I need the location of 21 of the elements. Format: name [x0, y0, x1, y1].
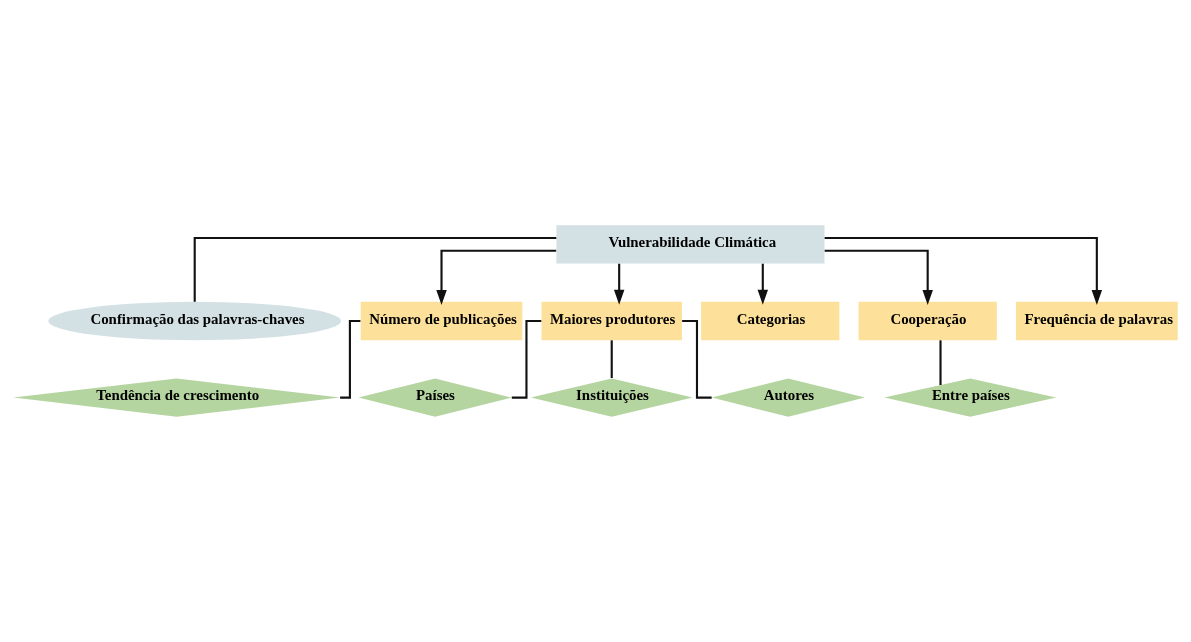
arrow	[824, 236, 1103, 305]
node-box: Número de publicações	[360, 301, 523, 341]
node-box: Categorias	[701, 301, 840, 341]
node-box: Cooperação	[858, 301, 997, 341]
arrow	[757, 263, 768, 305]
node-ellipse: Confirmação das palavras-chaves	[48, 301, 342, 341]
connector	[340, 319, 361, 399]
node-diamond: Autores	[711, 378, 865, 417]
arrow	[436, 249, 557, 306]
arrow	[613, 263, 625, 305]
arrow	[824, 249, 933, 306]
connector	[193, 236, 557, 302]
node-box: Vulnerabilidade Climática	[556, 225, 825, 264]
node-diamond: Instituições	[530, 378, 693, 417]
connector	[939, 340, 942, 385]
node-box: Maiores produtores	[541, 301, 682, 341]
node-diamond: Tendência de crescimento	[13, 378, 340, 417]
node-diamond: Países	[358, 378, 512, 417]
node-box: Frequência de palavras	[1016, 301, 1178, 341]
node-diamond: Entre países	[884, 378, 1057, 417]
connector	[610, 340, 613, 378]
